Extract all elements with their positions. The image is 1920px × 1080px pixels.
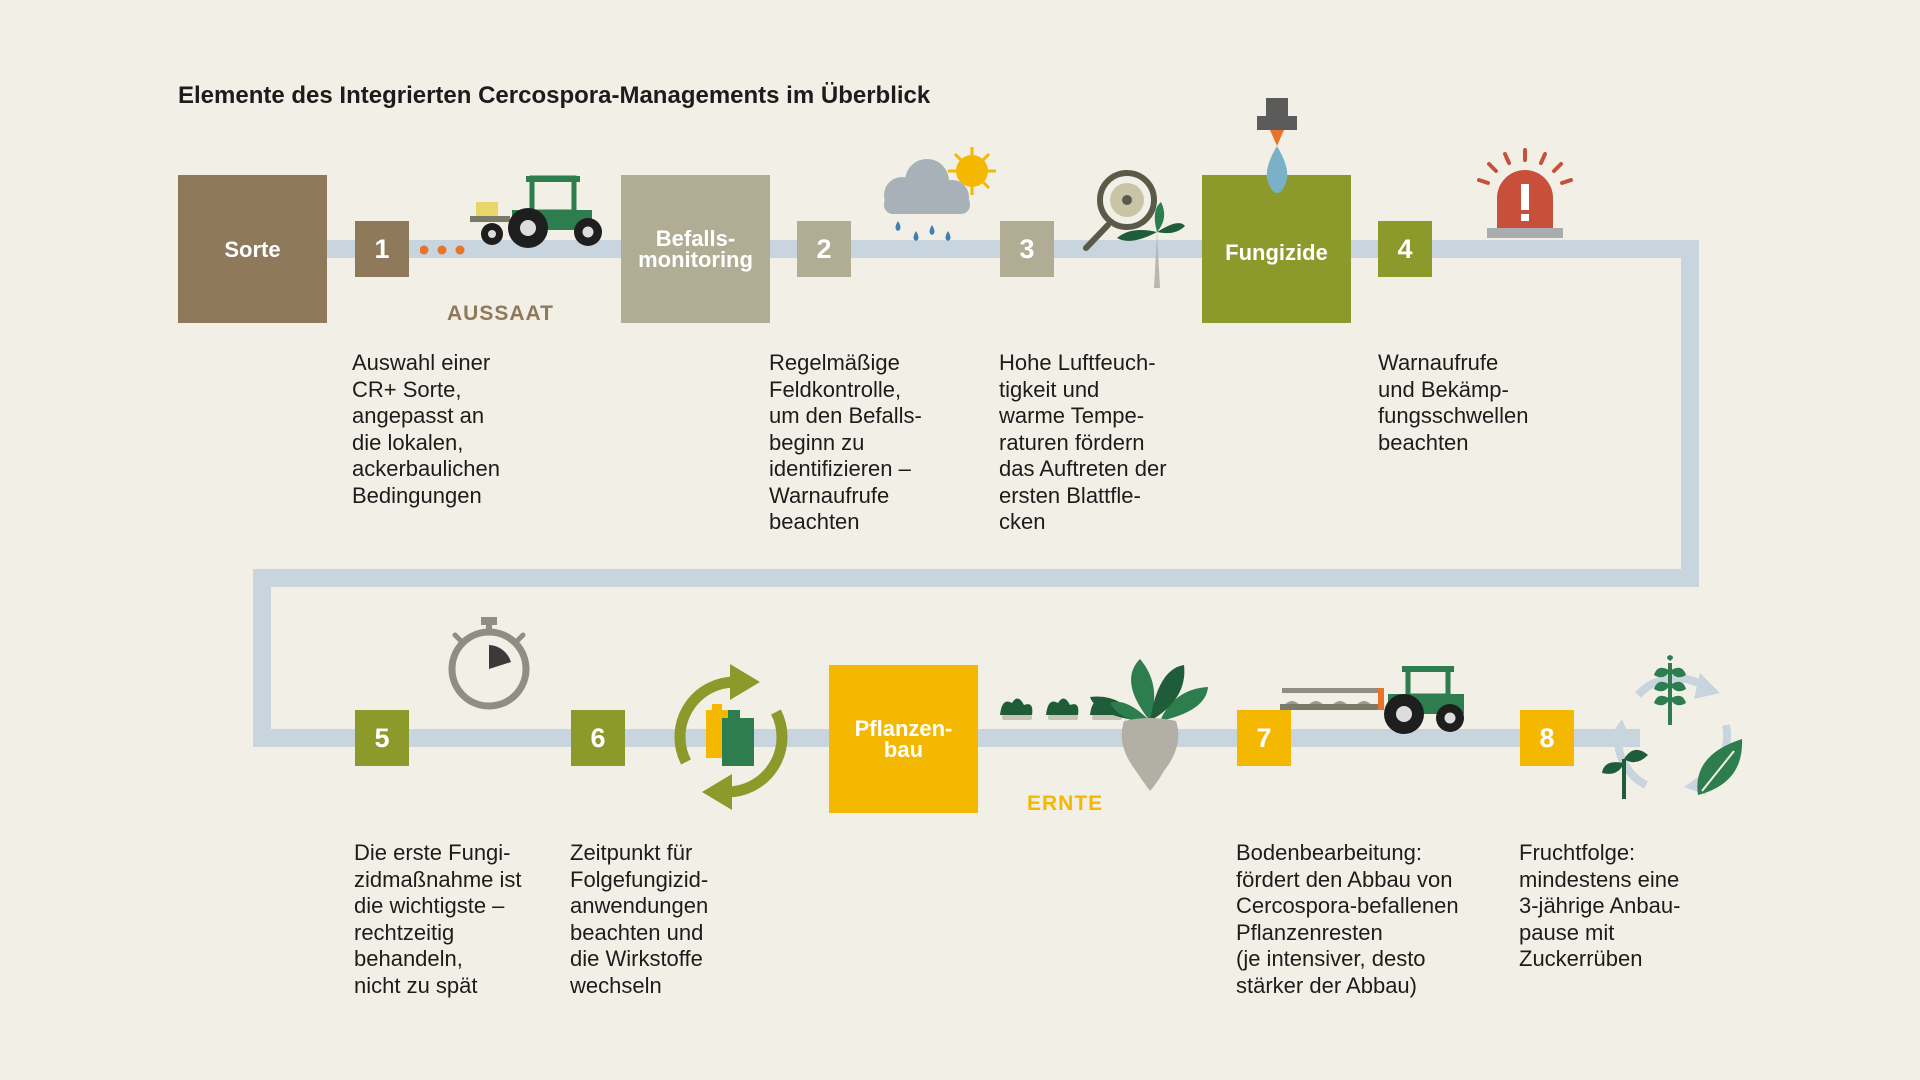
- sprayer-nozzle-icon: [1257, 98, 1297, 193]
- box-monitoring: Befalls- monitoring: [621, 175, 770, 323]
- crop-rotation-icon: [1602, 655, 1743, 799]
- step-7-text: Bodenbearbeitung: fördert den Abbau von …: [1236, 840, 1459, 998]
- step-2-text: Regelmäßige Feldkontrolle, um den Befall…: [769, 350, 922, 534]
- step-5-badge: 5: [355, 710, 409, 766]
- box-pflanzenbau-label: Pflanzen- bau: [854, 716, 953, 762]
- step-4-badge: 4: [1378, 221, 1432, 277]
- rotation-canisters-icon: [674, 664, 788, 810]
- rain-cloud-sun-icon: [884, 147, 996, 241]
- step-1-badge: 1: [355, 221, 409, 277]
- step-8-text: Fruchtfolge: mindestens eine 3-jährige A…: [1519, 840, 1681, 971]
- seeder-tractor-icon: [420, 175, 602, 255]
- step-4-text: Warnaufrufe und Bekämp- fungsschwellen b…: [1378, 350, 1529, 455]
- step-5-text: Die erste Fungi- zidmaßnahme ist die wic…: [354, 840, 522, 998]
- alarm-light-icon: [1477, 148, 1573, 238]
- phase-ernte: ERNTE: [1027, 792, 1104, 815]
- step-6-badge: 6: [571, 710, 625, 766]
- box-fungizide: Fungizide: [1202, 175, 1351, 323]
- phase-aussaat: AUSSAAT: [447, 302, 554, 325]
- diagram-title: Elemente des Integrierten Cercospora-Man…: [178, 82, 931, 109]
- step-6-text: Zeitpunkt für Folgefungizid- anwendungen…: [570, 840, 709, 998]
- sugar-beet-harvest-icon: [1000, 659, 1208, 791]
- stopwatch-icon: [448, 617, 530, 710]
- box-pflanzenbau: Pflanzen- bau: [829, 665, 978, 813]
- step-3-badge: 3: [1000, 221, 1054, 277]
- step-3-text: Hohe Luftfeuch- tigkeit und warme Tempe-…: [999, 350, 1167, 534]
- magnifier-beet-icon: [1083, 170, 1185, 288]
- track-line: [180, 240, 1699, 747]
- step-7-badge: 7: [1237, 710, 1291, 766]
- box-monitoring-label: Befalls- monitoring: [638, 226, 753, 272]
- step-8-badge: 8: [1520, 710, 1574, 766]
- step-2-badge: 2: [797, 221, 851, 277]
- box-fungizide-label: Fungizide: [1225, 239, 1328, 265]
- box-sorte: Sorte: [178, 175, 327, 323]
- box-sorte-label: Sorte: [224, 236, 281, 262]
- plough-tractor-icon: [1280, 666, 1464, 734]
- step-1-text: Auswahl einer CR+ Sorte, angepasst an di…: [352, 350, 500, 508]
